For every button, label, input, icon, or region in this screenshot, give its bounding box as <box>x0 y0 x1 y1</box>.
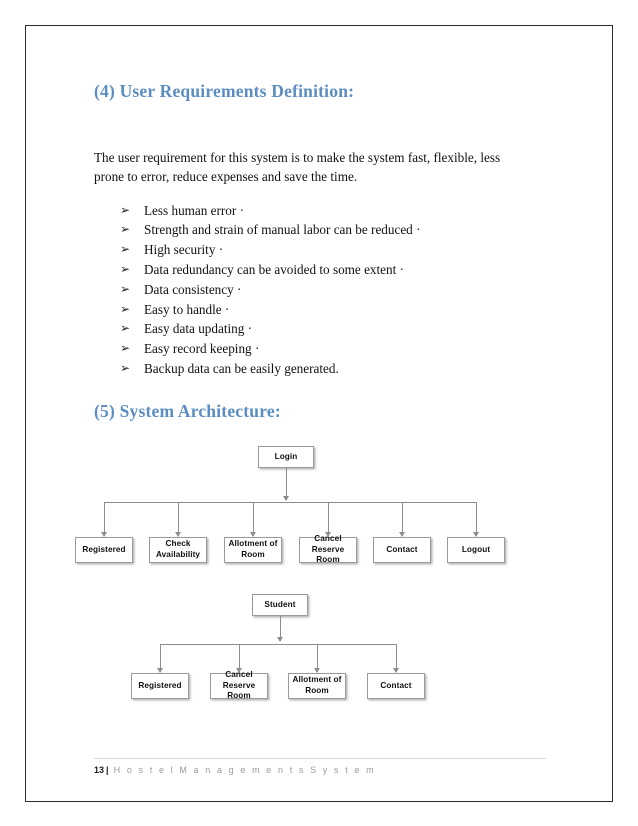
intro-paragraph: The user requirement for this system is … <box>94 150 501 185</box>
footer-text: 13|H o s t e l M a n a g e m e n t s S y… <box>94 765 546 775</box>
requirements-list: ➢ Less human error · ➢ Strength and stra… <box>94 201 546 379</box>
arrowhead-icon <box>277 636 283 642</box>
connector-drop <box>402 501 403 536</box>
arrowhead-icon <box>399 531 405 537</box>
diagram-node-allotment-of-room: Allotment of Room <box>224 536 282 563</box>
arrow-bullet-icon: ➢ <box>120 321 131 336</box>
connector-root-stem <box>286 467 287 500</box>
list-item-label: High security · <box>144 242 224 258</box>
arrowhead-icon <box>101 531 107 537</box>
arrow-bullet-icon: ➢ <box>120 360 131 375</box>
list-item: ➢ Strength and strain of manual labor ca… <box>120 220 546 240</box>
page-title-user-requirements: (4) User Requirements Definition: <box>94 81 355 101</box>
list-item: ➢ Less human error · <box>120 201 546 221</box>
arrowhead-icon <box>283 495 289 501</box>
arrow-bullet-icon: ➢ <box>120 242 131 257</box>
connector-drop <box>239 643 240 672</box>
diagram-node-contact: Contact <box>367 672 425 699</box>
connector-drop <box>328 501 329 536</box>
arrowhead-icon <box>157 667 163 673</box>
connector-bus <box>160 643 396 645</box>
list-item-label: Data consistency · <box>144 281 242 297</box>
arrow-bullet-icon: ➢ <box>120 222 131 237</box>
connector-bus <box>104 501 476 503</box>
diagram-node-registered: Registered <box>75 536 133 563</box>
list-item-label: Backup data can be easily generated. <box>144 360 339 376</box>
student-architecture-diagram: Student Registered Cancel Reserve Room A… <box>52 590 546 710</box>
list-item: ➢ Easy record keeping · <box>120 339 546 359</box>
diagram-node-login: Login <box>258 445 314 468</box>
list-item: ➢ Easy to handle · <box>120 300 546 320</box>
list-item-label: Data redundancy can be avoided to some e… <box>144 261 404 277</box>
list-item: ➢ Backup data can be easily generated. <box>120 359 546 379</box>
arrowhead-icon <box>393 667 399 673</box>
connector-drop <box>317 643 318 672</box>
connector-drop <box>104 501 105 536</box>
diagram-node-cancel-reserve-room: Cancel Reserve Room <box>299 534 357 564</box>
arrow-bullet-icon: ➢ <box>120 261 131 276</box>
arrow-bullet-icon: ➢ <box>120 281 131 296</box>
arrowhead-icon <box>236 667 242 673</box>
list-item: ➢ High security · <box>120 240 546 260</box>
page-title-system-architecture: (5) System Architecture: <box>94 400 281 421</box>
footer-page-number: 13 <box>94 765 105 775</box>
page-frame: (4) User Requirements Definition: The us… <box>25 25 613 802</box>
arrowhead-icon <box>175 531 181 537</box>
connector-root-stem <box>280 615 281 641</box>
arrow-bullet-icon: ➢ <box>120 301 131 316</box>
list-item-label: Less human error · <box>144 202 244 218</box>
arrowhead-icon <box>314 667 320 673</box>
arrow-bullet-icon: ➢ <box>120 341 131 356</box>
connector-drop <box>396 643 397 672</box>
arrowhead-icon <box>250 531 256 537</box>
list-item-label: Easy to handle · <box>144 301 230 317</box>
connector-drop <box>178 501 179 536</box>
footer-divider <box>94 758 546 759</box>
footer-separator: | <box>106 765 111 775</box>
page-body: (4) User Requirements Definition: The us… <box>75 81 546 710</box>
arrow-bullet-icon: ➢ <box>120 202 131 217</box>
connector-drop <box>160 643 161 672</box>
diagram-node-logout: Logout <box>447 536 505 563</box>
page-footer: 13|H o s t e l M a n a g e m e n t s S y… <box>94 758 546 775</box>
list-item: ➢ Data redundancy can be avoided to some… <box>120 260 546 280</box>
list-item: ➢ Easy data updating · <box>120 319 546 339</box>
diagram-node-allotment-of-room: Allotment of Room <box>288 672 346 699</box>
diagram-node-check-availability: Check Availability <box>149 536 207 563</box>
footer-document-title: H o s t e l M a n a g e m e n t s S y s … <box>113 765 376 775</box>
diagram-node-registered: Registered <box>131 672 189 699</box>
diagram-node-contact: Contact <box>373 536 431 563</box>
diagram-node-student: Student <box>252 593 308 616</box>
list-item-label: Strength and strain of manual labor can … <box>144 222 421 238</box>
arrowhead-icon <box>325 531 331 537</box>
list-item-label: Easy data updating · <box>144 321 253 337</box>
diagram-node-cancel-reserve-room: Cancel Reserve Room <box>210 670 268 700</box>
login-architecture-diagram: Login Registered Check Availability Allo <box>52 438 546 588</box>
connector-drop <box>476 501 477 536</box>
arrowhead-icon <box>473 531 479 537</box>
list-item-label: Easy record keeping · <box>144 341 260 357</box>
list-item: ➢ Data consistency · <box>120 280 546 300</box>
connector-drop <box>253 501 254 536</box>
